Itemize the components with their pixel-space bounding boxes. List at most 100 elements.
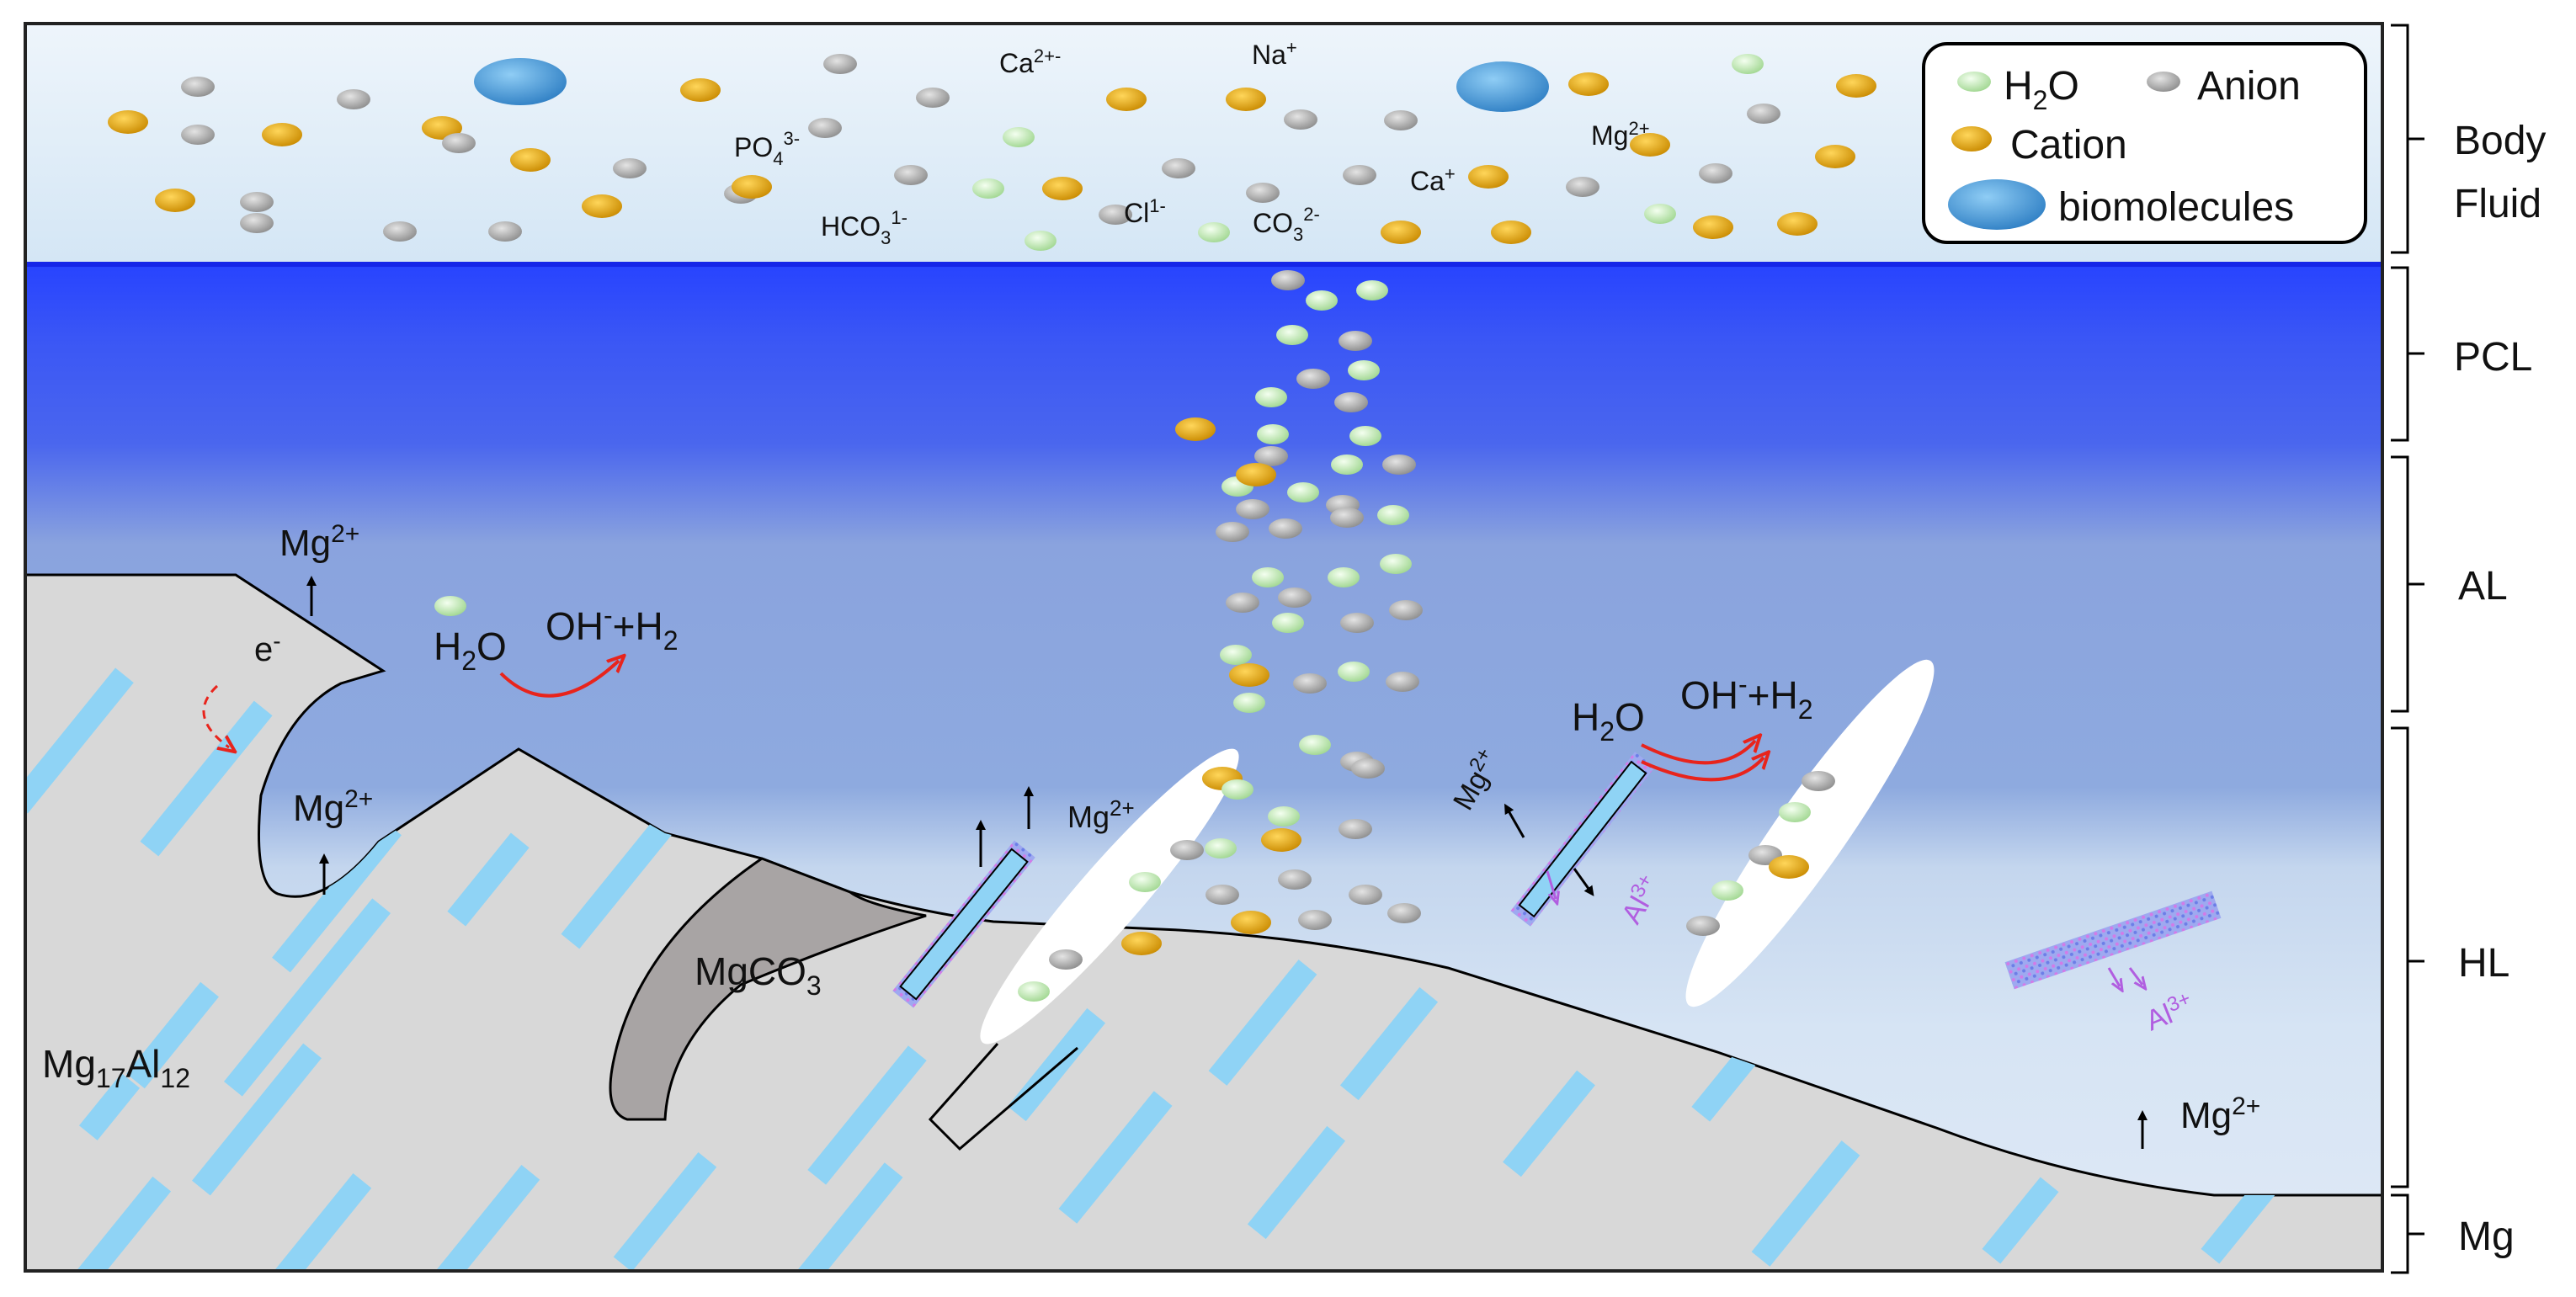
anion-particle [240, 192, 274, 212]
cation-particle [1815, 145, 1855, 168]
anion-particle [1389, 600, 1423, 620]
anion-particle [488, 221, 522, 242]
anion-particle [1254, 446, 1288, 466]
cation-particle [510, 148, 551, 172]
legend-biomolecules-label: biomolecules [2058, 185, 2294, 230]
ion-label-mg: Mg2+ [1591, 118, 1650, 151]
reaction-arrow [499, 661, 619, 698]
anion-particle [1246, 183, 1280, 203]
anion-particle [1334, 392, 1368, 412]
cation-particle [732, 175, 772, 199]
mg17al12-bar [192, 1043, 322, 1196]
al-release-arrows [1546, 870, 2142, 986]
mg17al12-bar [25, 667, 134, 814]
water-particle [1252, 567, 1284, 587]
cation-particle [1106, 88, 1147, 111]
cation-particle [1836, 74, 1876, 98]
cation-particle [1231, 911, 1271, 934]
legend-biomolecule-swatch [1948, 179, 2046, 230]
anion-particle [1340, 613, 1374, 633]
cation-particle [1261, 828, 1301, 852]
cation-particle [1229, 663, 1269, 687]
legend-water-swatch [1957, 72, 1991, 92]
water-particle [1306, 290, 1338, 311]
cation-particle [1630, 133, 1670, 157]
water-particle [1348, 360, 1380, 380]
mg17al12-bar [78, 1073, 141, 1140]
anion-particle [1747, 104, 1780, 124]
water-particle [1732, 54, 1764, 74]
cation-particle [1491, 221, 1531, 244]
water-particle [1287, 482, 1319, 502]
cation-particle [422, 116, 462, 140]
water-particle [1377, 505, 1409, 525]
mg17al12-bar [1058, 1091, 1173, 1224]
layer-label-mg: Mg [2458, 1215, 2515, 1259]
water-particle [1779, 802, 1811, 822]
water-particle [1349, 426, 1381, 446]
water-reactant-label: H2O [434, 625, 507, 676]
electron-label: e- [254, 628, 281, 668]
water-particle [1711, 880, 1743, 901]
legend-cation-swatch [1951, 126, 1992, 151]
mg17al12-bar [126, 981, 219, 1089]
legend: H2O Anion Cation biomolecules [1922, 42, 2367, 244]
anion-particle [1206, 885, 1239, 905]
water-particle [1257, 424, 1289, 444]
water-particle [1644, 204, 1676, 224]
water-particle [1328, 567, 1360, 587]
biomolecule [1456, 61, 1549, 112]
mg17al12-bar [807, 1045, 927, 1185]
cation-particle [1121, 932, 1162, 955]
water-particle [1018, 981, 1050, 1002]
layer-label-al: AL [2458, 564, 2508, 609]
mg17al12-bar [561, 793, 694, 949]
anion-particle [894, 165, 928, 185]
anion-particle [1349, 885, 1382, 905]
ion-particles [108, 54, 1876, 1002]
water-particle [1025, 231, 1056, 251]
mg17al12-bar [1751, 1140, 1860, 1267]
mg17al12-bar [272, 820, 402, 973]
ion-label-ca: Ca2+- [999, 45, 1061, 78]
anion-particle [1170, 840, 1204, 860]
hydroxide-hydrogen-label: OH-+H2 [1680, 669, 1813, 725]
pore-channels [980, 659, 1935, 1045]
mg17al12-bar [1503, 1070, 1595, 1177]
mg17al12-bar [447, 832, 530, 927]
anion-particle [1226, 593, 1259, 613]
anion-particle [1699, 163, 1732, 183]
cation-particle [680, 78, 721, 102]
anion-particle [1296, 369, 1330, 389]
anion-particle [1343, 165, 1376, 185]
water-particle [1356, 280, 1388, 300]
anion-particle [1330, 508, 1364, 528]
anion-particle [383, 221, 417, 242]
cation-particle [1468, 165, 1509, 189]
mg17al12-bar [1247, 1125, 1346, 1240]
water-particle [1233, 693, 1265, 713]
mg17al12-bar [2201, 1177, 2278, 1264]
cation-particle [1381, 221, 1421, 244]
anion-particle [1284, 109, 1317, 130]
cation-particle [108, 110, 148, 134]
mg17al12-bar [224, 898, 391, 1097]
ion-label-co3: CO32- [1253, 204, 1320, 245]
anion-particle [1049, 949, 1083, 970]
mg-ion-label: Mg2+ [279, 520, 359, 564]
anion-particle [1269, 518, 1302, 539]
mg-ion-label: Mg2+ [293, 785, 373, 829]
anion-particle [181, 77, 215, 97]
ion-label-ca-plus: Ca+ [1410, 163, 1456, 196]
anion-particle [1099, 205, 1132, 225]
cation-particle [1777, 212, 1818, 236]
water-particle [1205, 838, 1237, 858]
mg17al12-label: Mg17Al12 [42, 1042, 190, 1093]
anion-particle [1339, 819, 1372, 839]
anion-particle [1387, 903, 1421, 923]
anion-particle [1236, 499, 1269, 519]
mg17al12-bar [789, 1162, 903, 1271]
layer-label-body: Body [2454, 119, 2546, 163]
cation-particle [1175, 417, 1216, 441]
mgco3-label: MgCO3 [695, 949, 822, 1001]
